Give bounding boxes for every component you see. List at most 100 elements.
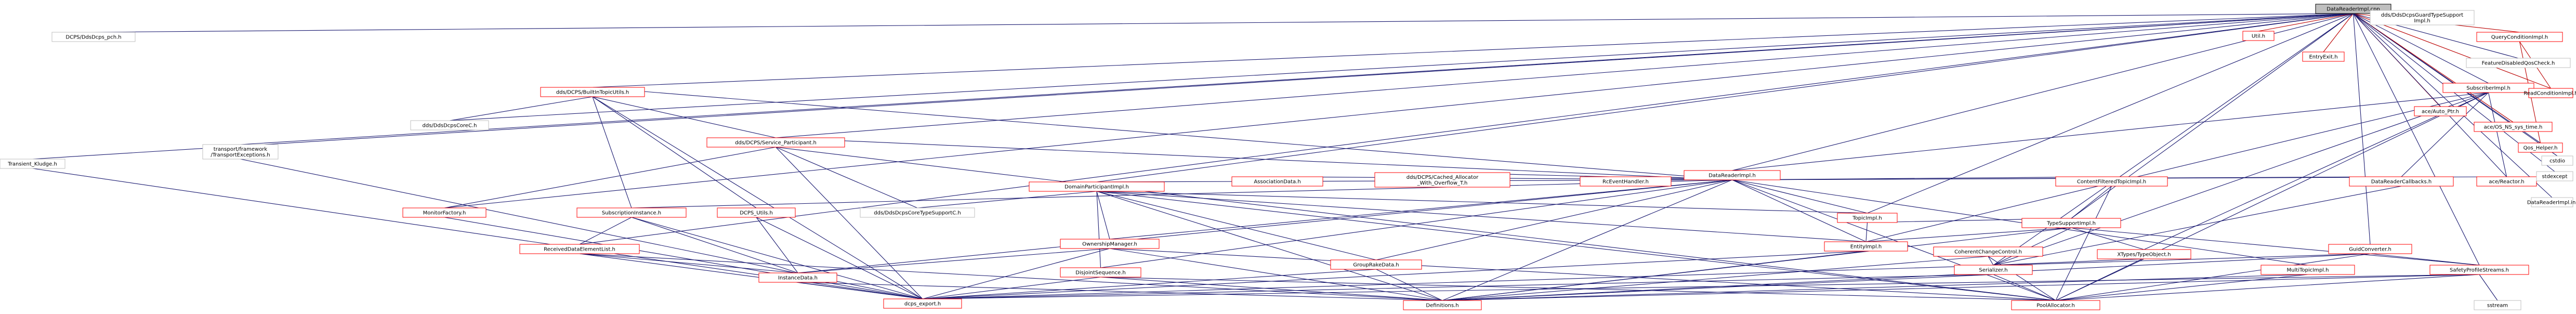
node-box [883,298,962,309]
node-label: TopicImpl.h [1852,216,1882,221]
node-drc[interactable]: DataReaderCallbacks.h [2349,176,2454,187]
edge-dri-to-bitu [592,87,1732,180]
node-box [717,207,796,218]
edge-sps-to-defs [1442,274,2480,301]
node-label: dds/DCPS/Service_Participant.h [735,140,817,146]
edge-rdel-to-defs [579,253,1443,301]
edge-bitu-to-dcpsexp [592,96,923,299]
edge-mti-to-pa [2055,274,2308,301]
edge-root-to-util [2258,13,2354,32]
node-om[interactable]: OwnershipManager.h [1060,239,1160,249]
node-gpd[interactable]: GroupRakeData.h [1330,259,1422,270]
edge-drc-to-ser [1993,186,2402,266]
node-subinst[interactable]: SubscriptionInstance.h [576,207,687,218]
node-label: GroupRakeData.h [1353,263,1399,268]
node-gc[interactable]: GuidConverter.h [2328,244,2412,254]
node-box [1060,239,1160,249]
edge-subi-to-acer [2488,92,2507,177]
node-util[interactable]: Util.h [2242,31,2275,41]
node-box [2466,58,2571,68]
node-label: Definitions.h [1426,303,1458,309]
node-ds[interactable]: DisjointSequence.h [1060,267,1141,278]
edge-root-to-mf [444,13,2354,208]
node-acest[interactable]: ace/OS_NS_sys_time.h [2474,122,2553,132]
node-rdel[interactable]: ReceivedDataElementList.h [519,244,640,254]
node-mti[interactable]: MultiTopicImpl.h [2260,265,2355,275]
node-box [2474,300,2521,310]
node-dcpsexp[interactable]: dcps_export.h [883,298,962,309]
node-rci[interactable]: ReadConditionImpl.h [2524,88,2576,98]
node-box [1837,213,1898,223]
node-ser[interactable]: Serializer.h [1954,265,2033,275]
node-label: ace/OS_NS_sys_time.h [2484,125,2543,130]
node-sp[interactable]: dds/DCPS/Service_Participant.h [706,137,845,148]
node-id[interactable]: InstanceData.h [758,272,837,283]
node-ee[interactable]: EntryExit.h [2302,51,2345,62]
edge-subi-to-dri [1732,92,2489,171]
node-acer[interactable]: ace/Reactor.h [2476,176,2537,187]
node-dri[interactable]: DataReaderImpl.h [1684,170,1781,180]
node-label: /TransportExceptions.h [211,152,270,158]
node-label: dds/DdsDcpsCoreTypeSupportC.h [874,211,961,216]
node-fdqc[interactable]: FeatureDisabledQosCheck.h [2466,58,2571,68]
node-box [1824,241,1908,252]
node-drimplinl[interactable]: DataReaderImpl.inl [2527,197,2576,207]
node-mf[interactable]: MonitorFactory.h [402,207,487,218]
node-label: Serializer.h [1979,268,2007,273]
node-label: ace/Auto_Ptr.h [2422,109,2459,115]
node-tfx[interactable]: transport/framework/TransportExceptions.… [202,144,279,160]
node-ccc[interactable]: CoherentChangeControl.h [1933,246,2043,257]
node-subi[interactable]: SubscriberImpl.h [2442,83,2534,93]
node-ddsctsc[interactable]: dds/DdsDcpsCoreTypeSupportC.h [860,207,975,218]
node-box [2474,122,2553,132]
edge-sp-to-dcpsexp [776,147,923,299]
edge-ds-to-dcpsexp [922,277,1101,299]
dependency-edges [32,10,2558,301]
node-pa[interactable]: PoolAllocator.h [2011,300,2100,310]
node-label: SubscriptionInstance.h [602,211,661,216]
node-pch[interactable]: DCPS/DdsDcps_pch.h [51,32,136,42]
node-ti[interactable]: TopicImpl.h [1837,213,1898,223]
edge-subi-to-xtto [2144,92,2489,250]
node-label: Qos_Helper.h [2524,146,2558,151]
node-cfti[interactable]: ContentFilteredTopicImpl.h [2055,176,2168,187]
edge-ser-to-pa [1993,274,2056,301]
node-label: DataReaderImpl.h [1708,173,1756,179]
node-label: EntryExit.h [2309,55,2337,60]
node-qosh[interactable]: Qos_Helper.h [2518,142,2563,153]
node-label: sstream [2487,303,2508,309]
node-box [706,137,845,148]
node-label: dcps_export.h [904,302,941,307]
node-cstdio[interactable]: cstdio [2541,155,2573,166]
edge-root-to-tsi [2071,13,2354,219]
node-qci[interactable]: QueryConditionImpl.h [2476,32,2563,42]
node-sstream[interactable]: sstream [2474,300,2521,310]
node-ddsc[interactable]: dds/DdsDcpsCoreC.h [410,120,489,130]
node-aceap[interactable]: ace/Auto_Ptr.h [2414,106,2467,116]
edge-dpi-to-om [1096,191,1110,240]
node-tsi[interactable]: TypeSupportImpl.h [2021,218,2121,228]
node-box [2370,10,2475,25]
node-defs[interactable]: Definitions.h [1403,300,1482,310]
edge-id-to-defs [797,282,1443,301]
edge-tsi-to-sps [2071,227,2480,266]
edge-root-to-gc [2352,13,2371,245]
edge-bitu-to-subinst [592,96,632,208]
node-caa[interactable]: dds/DCPS/Cached_Allocator_With_Overflow_… [1374,172,1510,188]
edge-ccc-to-pa [1988,256,2056,301]
node-bitu[interactable]: dds/DCPS/BuiltInTopicUtils.h [540,87,645,97]
node-sps[interactable]: SafetyProfileStreams.h [2429,265,2529,275]
node-xtto[interactable]: XTypes/TypeObject.h [2097,249,2191,259]
node-rceh[interactable]: RcEventHandler.h [1580,176,1672,187]
node-box [2260,265,2355,275]
node-assoc[interactable]: AssociationData.h [1231,176,1323,187]
node-ei[interactable]: EntityImpl.h [1824,241,1908,252]
node-stdexcept[interactable]: stdexcept [2536,171,2573,181]
edge-dpi-to-ti [1096,191,1868,214]
node-box [202,144,279,160]
node-dpi[interactable]: DomainParticipantImpl.h [1029,181,1165,192]
node-ttk[interactable]: Transient_Kludge.h [0,159,65,169]
node-dcpsu[interactable]: DCPS_Utils.h [717,207,796,218]
